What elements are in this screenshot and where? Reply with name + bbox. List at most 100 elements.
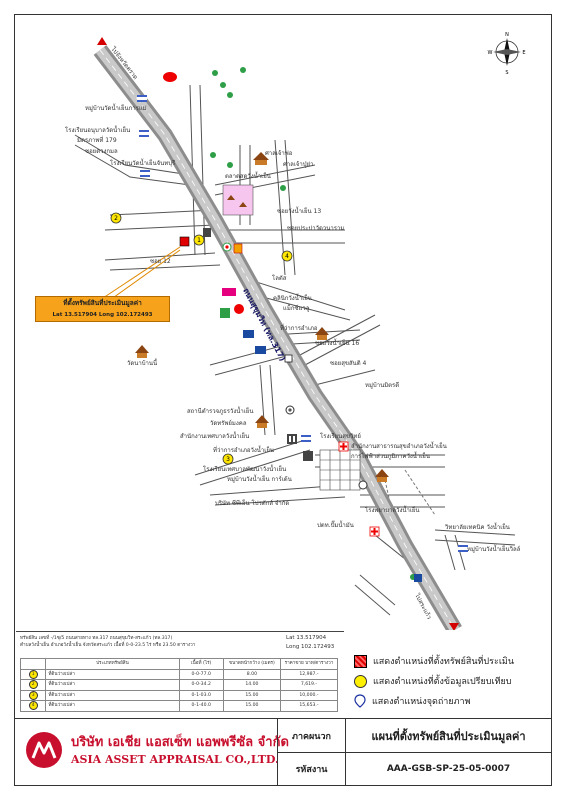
temple-icon: [135, 345, 149, 358]
table-row: 1 ที่ดินว่างเปล่า 0-0-77.0 8.00 12,987.-: [19, 668, 339, 680]
flag-icon: [137, 95, 147, 102]
tree-icon: [280, 185, 286, 191]
bank-icon: [255, 346, 266, 354]
temple-icon: [227, 195, 247, 207]
title-block: บริษัท เอเชีย แอสเซ็ท แอพพรีซัล จำกัด AS…: [15, 718, 551, 786]
property-long: Long 102.172493: [286, 644, 335, 650]
row-number: 3: [28, 690, 38, 700]
compass-e: E: [522, 50, 525, 56]
company-block: บริษัท เอเชีย แอสเซ็ท แอพพรีซัล จำกัด AS…: [19, 723, 289, 781]
cell-price: 15,653.-: [279, 700, 339, 712]
temple-icon: [375, 469, 389, 482]
label-village3: หมู่บ้านวังน้ำเย็นวิลล์: [467, 543, 521, 553]
label-school4: ที่ว่าการอำเภอวังน้ำเย็น: [213, 444, 274, 454]
cell-area: 0-1-40.0: [178, 700, 224, 712]
building-icon: [287, 434, 297, 444]
label-temple4: วัดทรัพย์มงคล: [210, 419, 247, 427]
property-line-2: ตำบลวังน้ำเย็น อำเภอวังน้ำเย็น จังหวัดสร…: [20, 643, 196, 648]
legend-compare-label: แสดงตำแหน่งที่ตั้งข้อมูลเปรียบเทียบ: [373, 677, 512, 687]
legend-photo-label: แสดงตำแหน่งจุดถ่ายภาพ: [372, 697, 471, 707]
cell-front: 15.00: [222, 689, 281, 701]
svg-text:1: 1: [197, 237, 201, 244]
label-school2: โรงเรียนวัดน้ำเย็นจันทบุรี: [110, 157, 176, 167]
label-office1: สถานีตำรวจภูธรวังน้ำเย็น: [187, 405, 253, 415]
tree-icon: [240, 67, 246, 73]
hospital-icon: [338, 441, 349, 452]
code-label: รหัสงาน: [277, 752, 345, 786]
bank-icon: [243, 330, 254, 338]
callout-coords: Lat 13.517904 Long 102.172493: [52, 312, 153, 318]
comparison-marker-4: [281, 250, 293, 262]
temple-icon: [253, 152, 269, 165]
cell-type: ที่ดินว่างเปล่า: [45, 668, 180, 680]
label-temple2: ศาลเจ้าปู่ย่า: [283, 161, 313, 168]
cell-area: 0-1-03.0: [178, 689, 224, 701]
cell-front: 15.00: [222, 700, 281, 712]
comparison-markers[interactable]: 1 2 3 4: [110, 212, 293, 465]
building-icon: [303, 451, 313, 461]
legend-subject: แสดงตำแหน่งที่ตั้งทรัพย์สินที่ประเมิน: [354, 654, 514, 668]
row-number: 1: [28, 669, 38, 679]
label-soi16: ซอยวังน้ำเย็น 16: [315, 337, 359, 347]
drawing-title: แผนที่ตั้งทรัพย์สินที่ประเมินมูลค่า: [345, 719, 551, 752]
subject-callout: ที่ตั้งทรัพย์สินที่ประเมินมูลค่า Lat 13.…: [35, 296, 170, 322]
tree-icon: [227, 92, 233, 98]
place-labels: หมู่บ้านวัดน้ำเย็นการแม่ โรงเรียนอนุบาลว…: [65, 45, 521, 621]
row-number: 2: [28, 680, 38, 690]
comparison-panel: ทรัพย์สิน เลขที่ -/1ซุ/5 ถนนสายทาง ทล.31…: [16, 631, 344, 717]
store-icon: [220, 304, 244, 318]
label-village1: หมู่บ้านวัดน้ำเย็นการแม่: [85, 102, 147, 112]
south-direction-arrow: [449, 623, 459, 630]
hatched-block: [319, 449, 361, 491]
label-college: วิทยาลัยเทคนิค วังน้ำเย็น: [444, 521, 510, 531]
label-temple3: วัดนาบ้านนี้: [127, 357, 158, 367]
region-label: ภาคผนวก: [277, 719, 345, 752]
legend-subject-label: แสดงตำแหน่งที่ตั้งทรัพย์สินที่ประเมิน: [373, 657, 514, 667]
comparison-table: ประเภททรัพย์สิน เนื้อที่ (ไร่) ขนาดหน้าก…: [19, 658, 339, 712]
logo-icon: [163, 72, 177, 82]
label-elec: การไฟฟ้าส่วนภูมิภาควังน้ำเย็น: [351, 450, 430, 460]
target-icon: [285, 405, 295, 415]
photo-point-icon: [354, 694, 366, 708]
gas-station-icon: [414, 574, 422, 582]
company-logo-icon: [26, 732, 62, 768]
tree-icon: [212, 70, 218, 76]
label-soi13: ซอยวังน้ำเย็น 13: [277, 205, 321, 215]
label-bigc: แม็กซ์แวลู: [283, 303, 310, 312]
minor-roads: [384, 469, 436, 526]
clock-icon: [358, 480, 368, 490]
location-map[interactable]: 1 2 3 4: [15, 15, 551, 630]
comparison-marker-3: [222, 453, 234, 465]
property-description: ทรัพย์สิน เลขที่ -/1ซุ/5 ถนนสายทาง ทล.31…: [20, 635, 280, 649]
svg-text:4: 4: [285, 253, 289, 260]
comparison-marker-2: [110, 212, 122, 224]
label-soi12: ซอย 12: [150, 258, 171, 265]
tree-icon: [210, 152, 216, 158]
compass-rose: N S E W: [488, 32, 526, 76]
svg-text:2: 2: [114, 215, 118, 222]
col-front: ขนาดหน้ากว้าง (เมตร): [222, 658, 281, 670]
shield-icon: [233, 243, 243, 254]
table-row: 4 ที่ดินว่างเปล่า 0-1-40.0 15.00 15,653.…: [19, 700, 339, 712]
col-type: ประเภททรัพย์สิน: [45, 658, 180, 670]
label-school3: หมู่บ้านมิตรดี: [365, 381, 399, 389]
label-temple1: ศาลเจ้าพ่อ: [265, 150, 293, 157]
cell-type: ที่ดินว่างเปล่า: [45, 689, 180, 701]
label-soi1: ซอยดวงกมล: [85, 148, 118, 155]
subject-swatch-icon: [354, 654, 367, 668]
compass-s: S: [505, 70, 508, 76]
label-school1b: มิตรภาพที่ 179: [77, 136, 117, 144]
label-clinic: คลินิกวังน้ำเย็น: [273, 292, 312, 302]
flag-icon: [139, 130, 149, 137]
label-tesco: โลตัส: [272, 274, 287, 282]
flag-icon: [458, 545, 468, 552]
label-school1: โรงเรียนอนุบาลวัดน้ำเย็น: [65, 124, 130, 134]
label-market: ตลาดสดวังน้ำเย็น: [225, 170, 271, 180]
tree-icon: [220, 82, 226, 88]
label-bank2: สำนักงานเทศบาลวังน้ำเย็น: [180, 430, 249, 440]
subject-property-marker[interactable]: [179, 236, 190, 247]
cell-area: 0-0-77.0: [178, 668, 224, 680]
label-school5: โรงเรียนเทศบาลพัฒนาวังน้ำเย็น: [203, 463, 286, 473]
legend-compare: แสดงตำแหน่งที่ตั้งข้อมูลเปรียบเทียบ: [354, 674, 512, 688]
comparison-marker-1: [193, 234, 205, 246]
